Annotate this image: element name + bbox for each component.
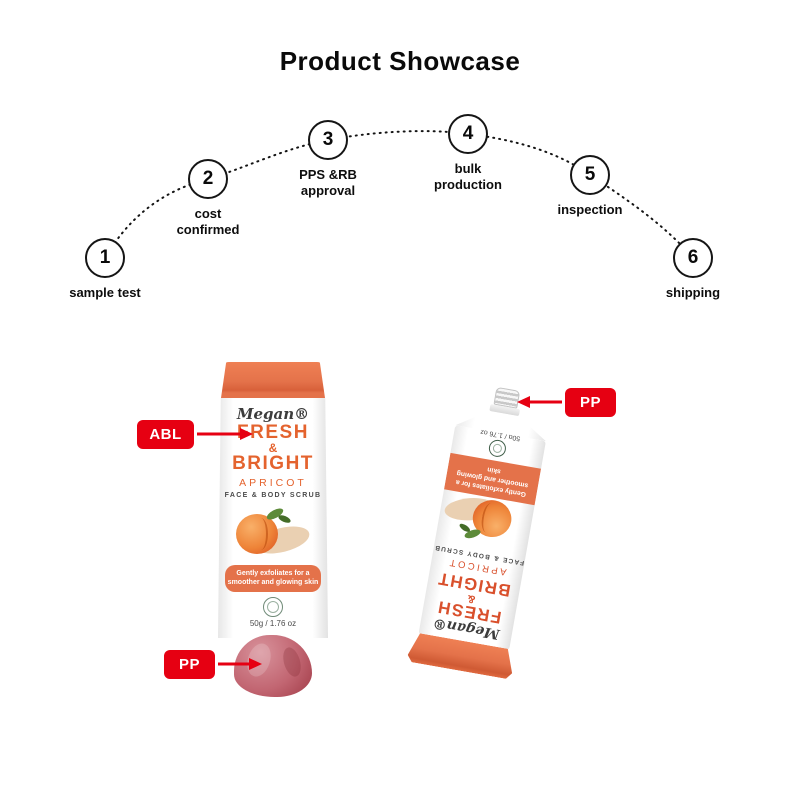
step-number-circle: 1 (85, 238, 125, 278)
process-step-cost-confirmed: 2 cost confirmed (163, 159, 253, 239)
tube-crimp-seal (221, 362, 325, 398)
step-number-circle: 2 (188, 159, 228, 199)
product-name-ampersand: & (268, 441, 278, 456)
tube-cap (234, 635, 312, 697)
step-label: bulk production (434, 161, 502, 193)
apricot-fruit-graphic (236, 513, 278, 554)
apricot-illustration (218, 502, 328, 564)
claim-banner: Gently exfoliates for a smoother and glo… (224, 564, 322, 592)
product-name-line2: BRIGHT (232, 453, 314, 475)
leaf-graphic-small (277, 513, 292, 525)
page-title: Product Showcase (279, 46, 521, 76)
product-tube-back-tilted: Megan® FRESH & BRIGHT APRICOT FACE & BOD… (413, 381, 553, 679)
material-callout-pp-nozzle: PP (565, 388, 616, 417)
quality-badge-icon (488, 438, 508, 459)
process-step-sample-test: 1 sample test (60, 238, 150, 301)
product-type: FACE & BODY SCRUB (224, 491, 322, 499)
material-callout-abl: ABL (137, 420, 194, 449)
flipped-label-content: Megan® FRESH & BRIGHT APRICOT FACE & BOD… (418, 425, 545, 650)
process-step-pps-rb-approval: 3 PPS &RB approval (283, 120, 373, 200)
tube-body-label-flipped: Megan® FRESH & BRIGHT APRICOT FACE & BOD… (418, 425, 546, 650)
step-label: sample test (69, 285, 141, 300)
net-weight: 50g / 1.76 oz (249, 618, 297, 628)
step-label: inspection (557, 202, 623, 217)
product-tube-front: Megan® FRESH & BRIGHT APRICOT FACE & BOD… (218, 362, 328, 697)
process-step-inspection: 5 inspection (545, 155, 635, 218)
tube-body-label: Megan® FRESH & BRIGHT APRICOT FACE & BOD… (218, 398, 328, 638)
process-step-shipping: 6 shipping (648, 238, 738, 301)
material-callout-pp-cap: PP (164, 650, 215, 679)
step-number-circle: 5 (570, 155, 610, 195)
product-name-line1: FRESH (237, 422, 309, 443)
process-step-bulk-production: 4 bulk production (423, 114, 513, 194)
product-variant: APRICOT (239, 476, 307, 489)
apricot-illustration (439, 494, 530, 554)
brand-name: Megan® (236, 405, 310, 423)
claim-line-2: smoother and glowing skin (227, 579, 319, 587)
claim-line-1: Gently exfoliates for a (236, 569, 310, 577)
quality-badge-icon (263, 596, 283, 617)
step-number-circle: 4 (448, 114, 488, 154)
step-label: PPS &RB approval (299, 167, 357, 199)
step-number-circle: 3 (308, 120, 348, 160)
step-label: shipping (665, 285, 721, 300)
step-label: cost confirmed (176, 206, 240, 238)
step-number-circle: 6 (673, 238, 713, 278)
